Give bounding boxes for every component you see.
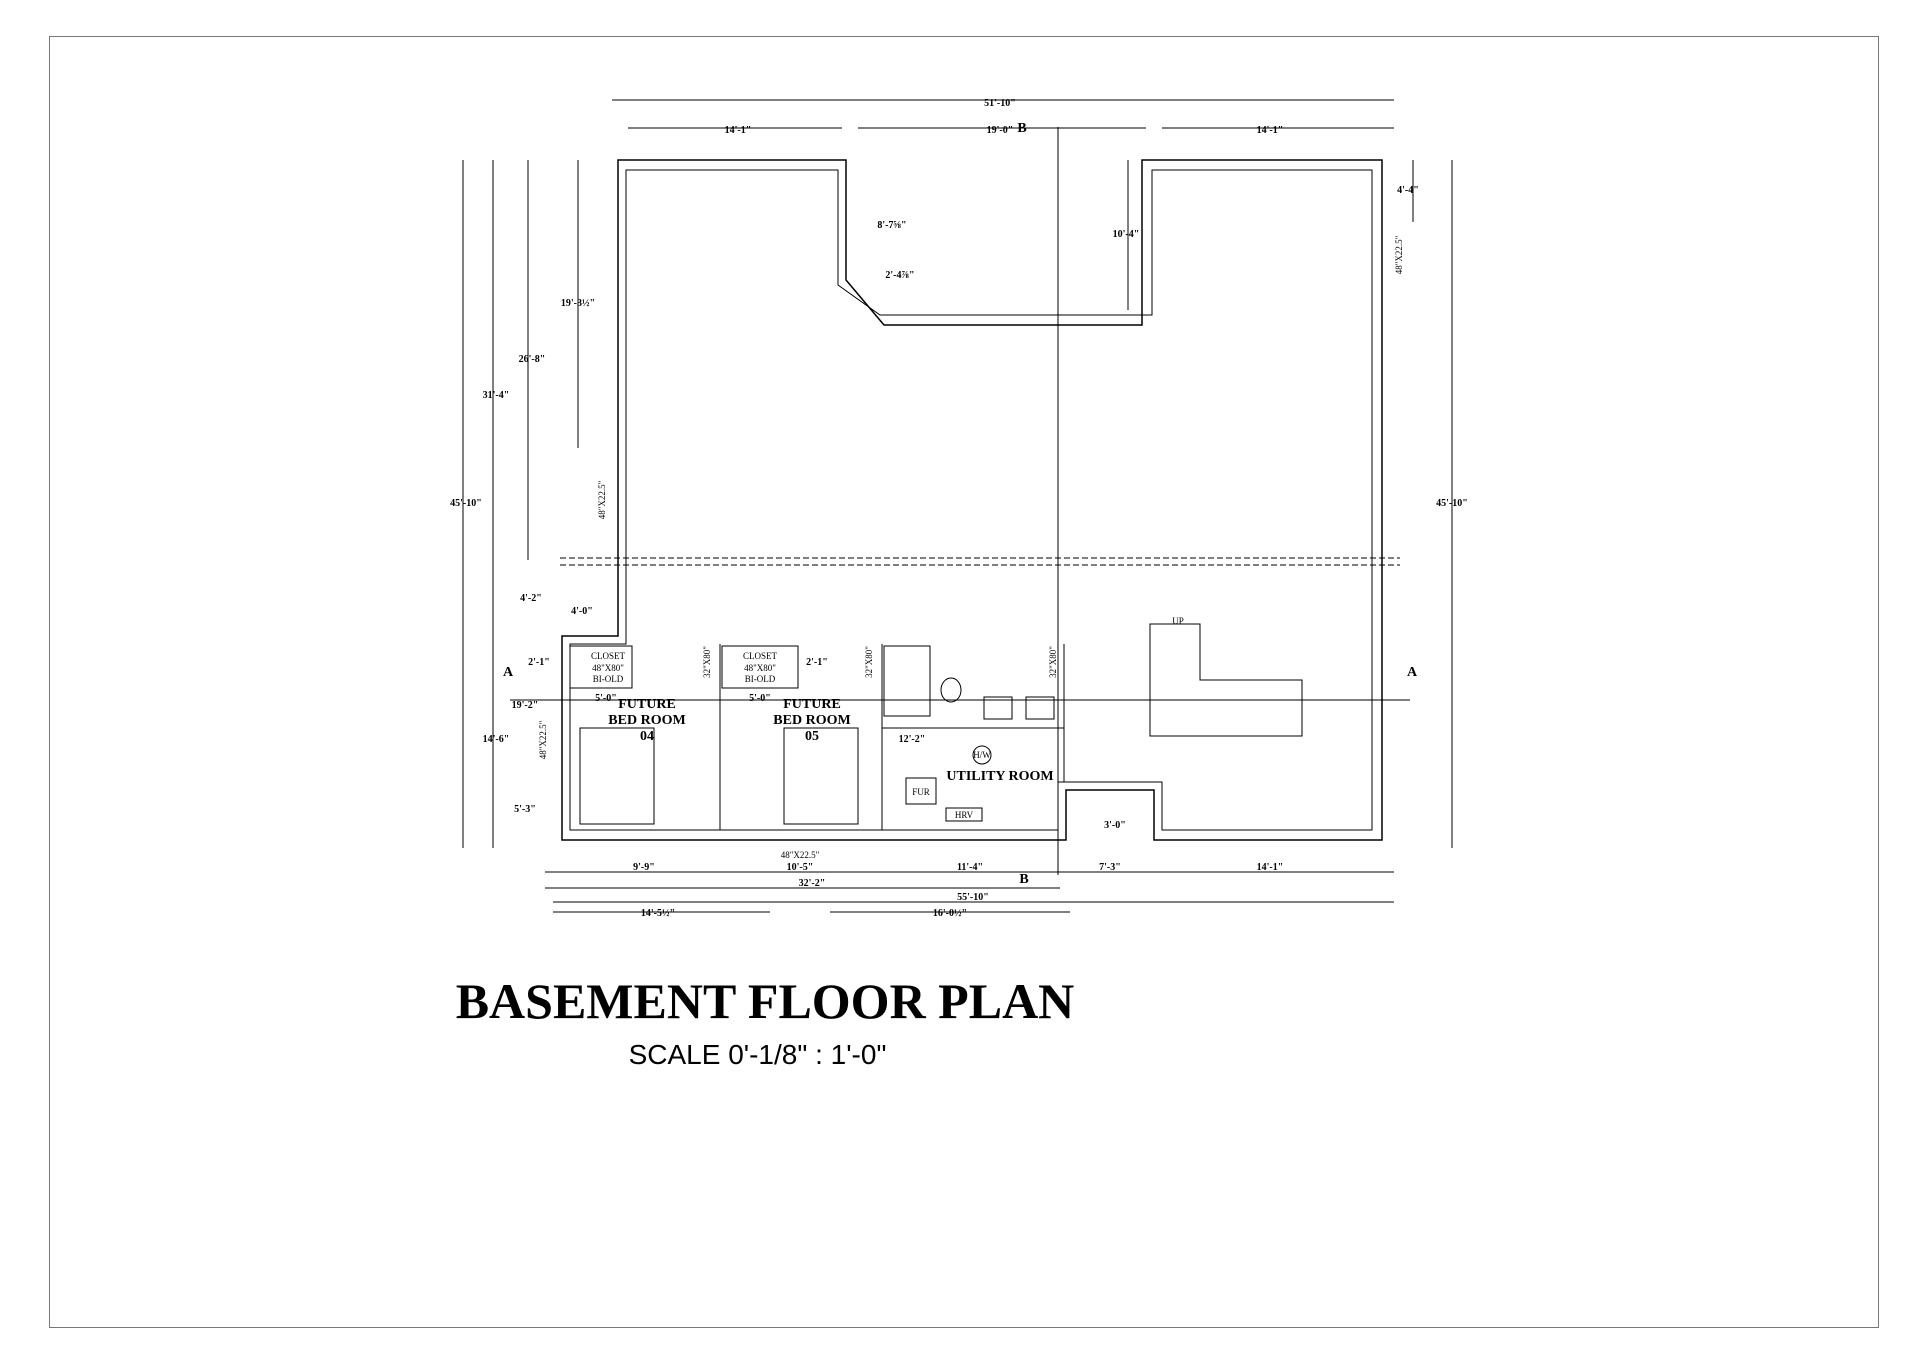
- utility-room-label: UTILITY ROOM: [946, 769, 1053, 784]
- furnace: [905, 777, 937, 805]
- dim-left-2-1: 2'-1": [528, 657, 550, 668]
- bed-05-line2: BED ROOM: [773, 713, 850, 728]
- bed-04-line2: BED ROOM: [608, 713, 685, 728]
- dim-top-mid: 19'-0": [987, 125, 1014, 136]
- section-b-top: B: [1017, 121, 1026, 136]
- dim-left-5-3: 5'-3": [514, 804, 536, 815]
- dim-right-top: 4'-4": [1397, 185, 1419, 196]
- dim-bot-14-5: 14'-5½": [641, 908, 675, 919]
- closet-2-label: CLOSET: [743, 651, 778, 661]
- bed-05: [783, 727, 859, 825]
- bed-05-line1: FUTURE: [783, 697, 841, 712]
- section-b-bottom: B: [1019, 872, 1028, 887]
- door-3: 32"X80": [1048, 646, 1058, 678]
- toilet: [940, 677, 962, 703]
- dim-top-left: 14'-1": [725, 125, 752, 136]
- dim-mid-2-1: 2'-1": [806, 657, 828, 668]
- dim-right-45: 45'-10": [1436, 498, 1468, 509]
- dim-bot-16-0: 16'-0½": [933, 908, 967, 919]
- window-bed: 48"X22.5": [538, 720, 548, 759]
- window-right: 48"X22.5": [1394, 235, 1404, 274]
- stairs: [1149, 623, 1303, 737]
- bathtub: [883, 645, 931, 717]
- dim-bot-14-1: 14'-1": [1257, 862, 1284, 873]
- hrv-label: HRV: [955, 810, 974, 820]
- hrv-unit: [945, 807, 983, 822]
- dim-top-overall: 51'-10": [984, 98, 1016, 109]
- dim-bot-55-10: 55'-10": [957, 892, 989, 903]
- window-bottom: 48"X22.5": [781, 850, 820, 860]
- dim-left-31: 31'-4": [483, 390, 510, 401]
- stairs-up-label: UP: [1172, 616, 1184, 626]
- exterior-wall-outer: [561, 159, 1383, 841]
- section-a-left: A: [503, 665, 514, 680]
- closet-1-type: BI-OLD: [593, 674, 624, 684]
- fur-label: FUR: [912, 787, 930, 797]
- dim-entry-3-0: 3'-0": [1104, 820, 1126, 831]
- door-1: 32"X80": [702, 646, 712, 678]
- bed-05-number: 05: [805, 729, 819, 744]
- closet-1-label: CLOSET: [591, 651, 626, 661]
- dim-closet2-5-0: 5'-0": [749, 693, 771, 704]
- closet-2-type: BI-OLD: [745, 674, 776, 684]
- plan-scale: SCALE 0'-1/8" : 1'-0": [628, 1039, 887, 1070]
- bed-04-number: 04: [640, 729, 654, 744]
- closet-2-door: 48"X80": [744, 663, 776, 673]
- dim-left-4-2: 4'-2": [520, 593, 542, 604]
- dim-bot-10-5: 10'-5": [787, 862, 814, 873]
- dim-util-12-2: 12'-2": [899, 734, 926, 745]
- plan-title: BASEMENT FLOOR PLAN: [455, 973, 1075, 1029]
- dim-right-notch: 10'-4": [1113, 229, 1140, 240]
- dim-top-right: 14'-1": [1257, 125, 1284, 136]
- sink-1: [983, 696, 1013, 720]
- closet-2: [721, 645, 799, 689]
- dim-bot-11-4: 11'-4": [957, 862, 983, 873]
- door-2: 32"X80": [864, 646, 874, 678]
- dim-bot-7-3: 7'-3": [1099, 862, 1121, 873]
- exterior-wall-inner: [569, 169, 1373, 831]
- section-a-right: A: [1407, 665, 1418, 680]
- drawing-border: [49, 36, 1879, 1328]
- dim-left-14-6: 14'-6": [483, 734, 510, 745]
- hot-water-tank: [972, 745, 992, 765]
- sink-2: [1025, 696, 1055, 720]
- dim-left-19: 19'-3½": [561, 298, 595, 309]
- dim-notch-depth: 8'-7⅝": [877, 220, 906, 231]
- closet-1-door: 48"X80": [592, 663, 624, 673]
- window-left: 48"X22.5": [597, 480, 607, 519]
- dim-left-19-2: 19'-2": [512, 700, 539, 711]
- dim-notch-chamfer: 2'-4⅞": [885, 270, 914, 281]
- closet-1: [569, 645, 633, 689]
- dim-closet1-5-0: 5'-0": [595, 693, 617, 704]
- dim-bot-32-2: 32'-2": [799, 878, 826, 889]
- dim-bot-9-9: 9'-9": [633, 862, 655, 873]
- dim-left-4-0: 4'-0": [571, 606, 593, 617]
- dim-left-26: 26'-8": [519, 354, 546, 365]
- bed-04-line1: FUTURE: [618, 697, 676, 712]
- hw-label: H/W: [973, 750, 991, 760]
- dim-left-45: 45'-10": [450, 498, 482, 509]
- bed-04: [579, 727, 655, 825]
